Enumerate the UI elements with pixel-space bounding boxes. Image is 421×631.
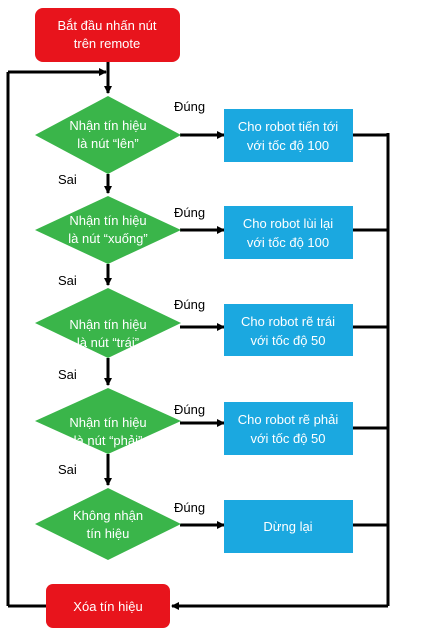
yes-label-1: Đúng	[174, 99, 205, 114]
decision-up-line1: Nhận tín hiệu	[69, 118, 146, 133]
action-turn-left: Cho robot rẽ trái với tốc độ 50	[224, 304, 353, 356]
end-label: Xóa tín hiệu	[73, 599, 142, 614]
no-label-1: Sai	[58, 172, 77, 187]
no-label-3: Sai	[58, 367, 77, 382]
decision-no-signal-line1: Không nhận	[73, 508, 143, 523]
decision-left: Nhận tín hiệu là nút “trái”	[35, 288, 181, 358]
decision-left-line2: là nút “trái”	[77, 335, 139, 350]
no-label-2: Sai	[58, 273, 77, 288]
action-forward: Cho robot tiến tới với tốc độ 100	[224, 109, 353, 162]
action-turn-left-line2: với tốc độ 50	[250, 333, 325, 348]
action-stop: Dừng lại	[224, 500, 353, 553]
yes-label-3: Đúng	[174, 297, 205, 312]
decision-right: Nhận tín hiệu là nút “phải”	[35, 388, 181, 454]
connectors	[6, 62, 390, 610]
action-backward-line2: với tốc độ 100	[247, 235, 329, 250]
action-turn-right: Cho robot rẽ phải với tốc độ 50	[224, 402, 353, 455]
yes-label-2: Đúng	[174, 205, 205, 220]
action-forward-line1: Cho robot tiến tới	[238, 119, 338, 134]
decision-no-signal: Không nhận tín hiệu	[35, 488, 181, 560]
yes-label-4: Đúng	[174, 402, 205, 417]
action-forward-line2: với tốc độ 100	[247, 138, 329, 153]
decision-no-signal-line2: tín hiệu	[87, 526, 130, 541]
decision-left-line1: Nhận tín hiệu	[69, 317, 146, 332]
action-turn-left-line1: Cho robot rẽ trái	[241, 314, 335, 329]
action-stop-line1: Dừng lại	[263, 519, 312, 534]
start-line2: trên remote	[74, 36, 140, 51]
decision-down: Nhận tín hiệu là nút “xuống”	[35, 196, 181, 264]
decision-right-line1: Nhận tín hiệu	[69, 415, 146, 430]
decision-right-line2: là nút “phải”	[74, 433, 143, 448]
action-turn-right-line1: Cho robot rẽ phải	[238, 412, 339, 427]
start-terminal: Bắt đầu nhấn nút trên remote	[35, 8, 180, 62]
start-line1: Bắt đầu nhấn nút	[57, 18, 156, 33]
action-backward: Cho robot lùi lại với tốc độ 100	[224, 206, 353, 259]
decision-up: Nhận tín hiệu là nút “lên”	[35, 96, 181, 174]
yes-label-5: Đúng	[174, 500, 205, 515]
decision-down-line1: Nhận tín hiệu	[69, 213, 146, 228]
action-turn-right-line2: với tốc độ 50	[250, 431, 325, 446]
no-label-4: Sai	[58, 462, 77, 477]
action-backward-line1: Cho robot lùi lại	[243, 216, 333, 231]
decision-up-line2: là nút “lên”	[77, 136, 138, 151]
end-terminal: Xóa tín hiệu	[46, 584, 170, 628]
decision-down-line2: là nút “xuống”	[68, 231, 148, 246]
